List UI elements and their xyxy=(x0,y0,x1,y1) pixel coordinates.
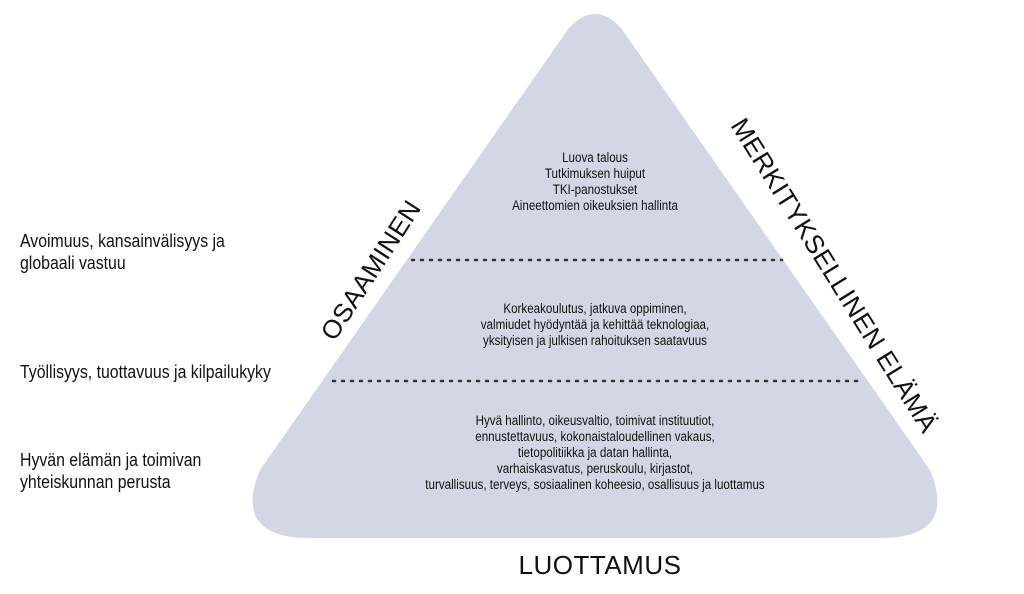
side-label-openness: Avoimuus, kansainvälisyys ja globaali va… xyxy=(20,230,225,274)
tier-item: varhaiskasvatus, peruskoulu, kirjastot, xyxy=(496,461,694,476)
base-label-luottamus: LUOTTAMUS xyxy=(518,550,682,580)
pyramid-shape xyxy=(252,14,938,538)
tier-middle-text: Korkeakoulutus, jatkuva oppiminen, valmi… xyxy=(436,301,754,349)
side-label-line: Työllisyys, tuottavuus ja kilpailukyky xyxy=(20,362,271,382)
tier-item: tietopolitiikka ja datan hallinta, xyxy=(517,445,673,460)
tier-bottom-text: Hyvä hallinto, oikeusvaltio, toimivat in… xyxy=(380,413,810,493)
tier-item: Tutkimuksen huiput xyxy=(544,166,646,181)
side-label-line: globaali vastuu xyxy=(20,253,126,273)
tier-item: Hyvä hallinto, oikeusvaltio, toimivat in… xyxy=(475,413,715,428)
tier-item: turvallisuus, terveys, sosiaalinen kohee… xyxy=(425,477,765,492)
tier-item: ennustettavuus, kokonaistaloudellinen va… xyxy=(475,429,715,444)
side-label-line: yhteiskunnan perusta xyxy=(20,472,171,492)
tier-item: valmiudet hyödyntää ja kehittää teknolog… xyxy=(480,317,710,332)
tier-item: Luova talous xyxy=(562,150,628,165)
side-label-line: Avoimuus, kansainvälisyys ja xyxy=(20,231,225,251)
side-label-employment: Työllisyys, tuottavuus ja kilpailukyky xyxy=(20,361,271,383)
tier-top-text: Luova talous Tutkimuksen huiput TKI-pano… xyxy=(466,150,724,214)
tier-item: Aineettomien oikeuksien hallinta xyxy=(512,198,678,213)
side-label-line: Hyvän elämän ja toimivan xyxy=(20,450,202,470)
tier-item: yksityisen ja julkisen rahoituksen saata… xyxy=(483,333,707,348)
tier-item: Korkeakoulutus, jatkuva oppiminen, xyxy=(503,301,687,316)
side-label-foundation: Hyvän elämän ja toimivan yhteiskunnan pe… xyxy=(20,449,201,493)
tier-item: TKI-panostukset xyxy=(552,182,638,197)
